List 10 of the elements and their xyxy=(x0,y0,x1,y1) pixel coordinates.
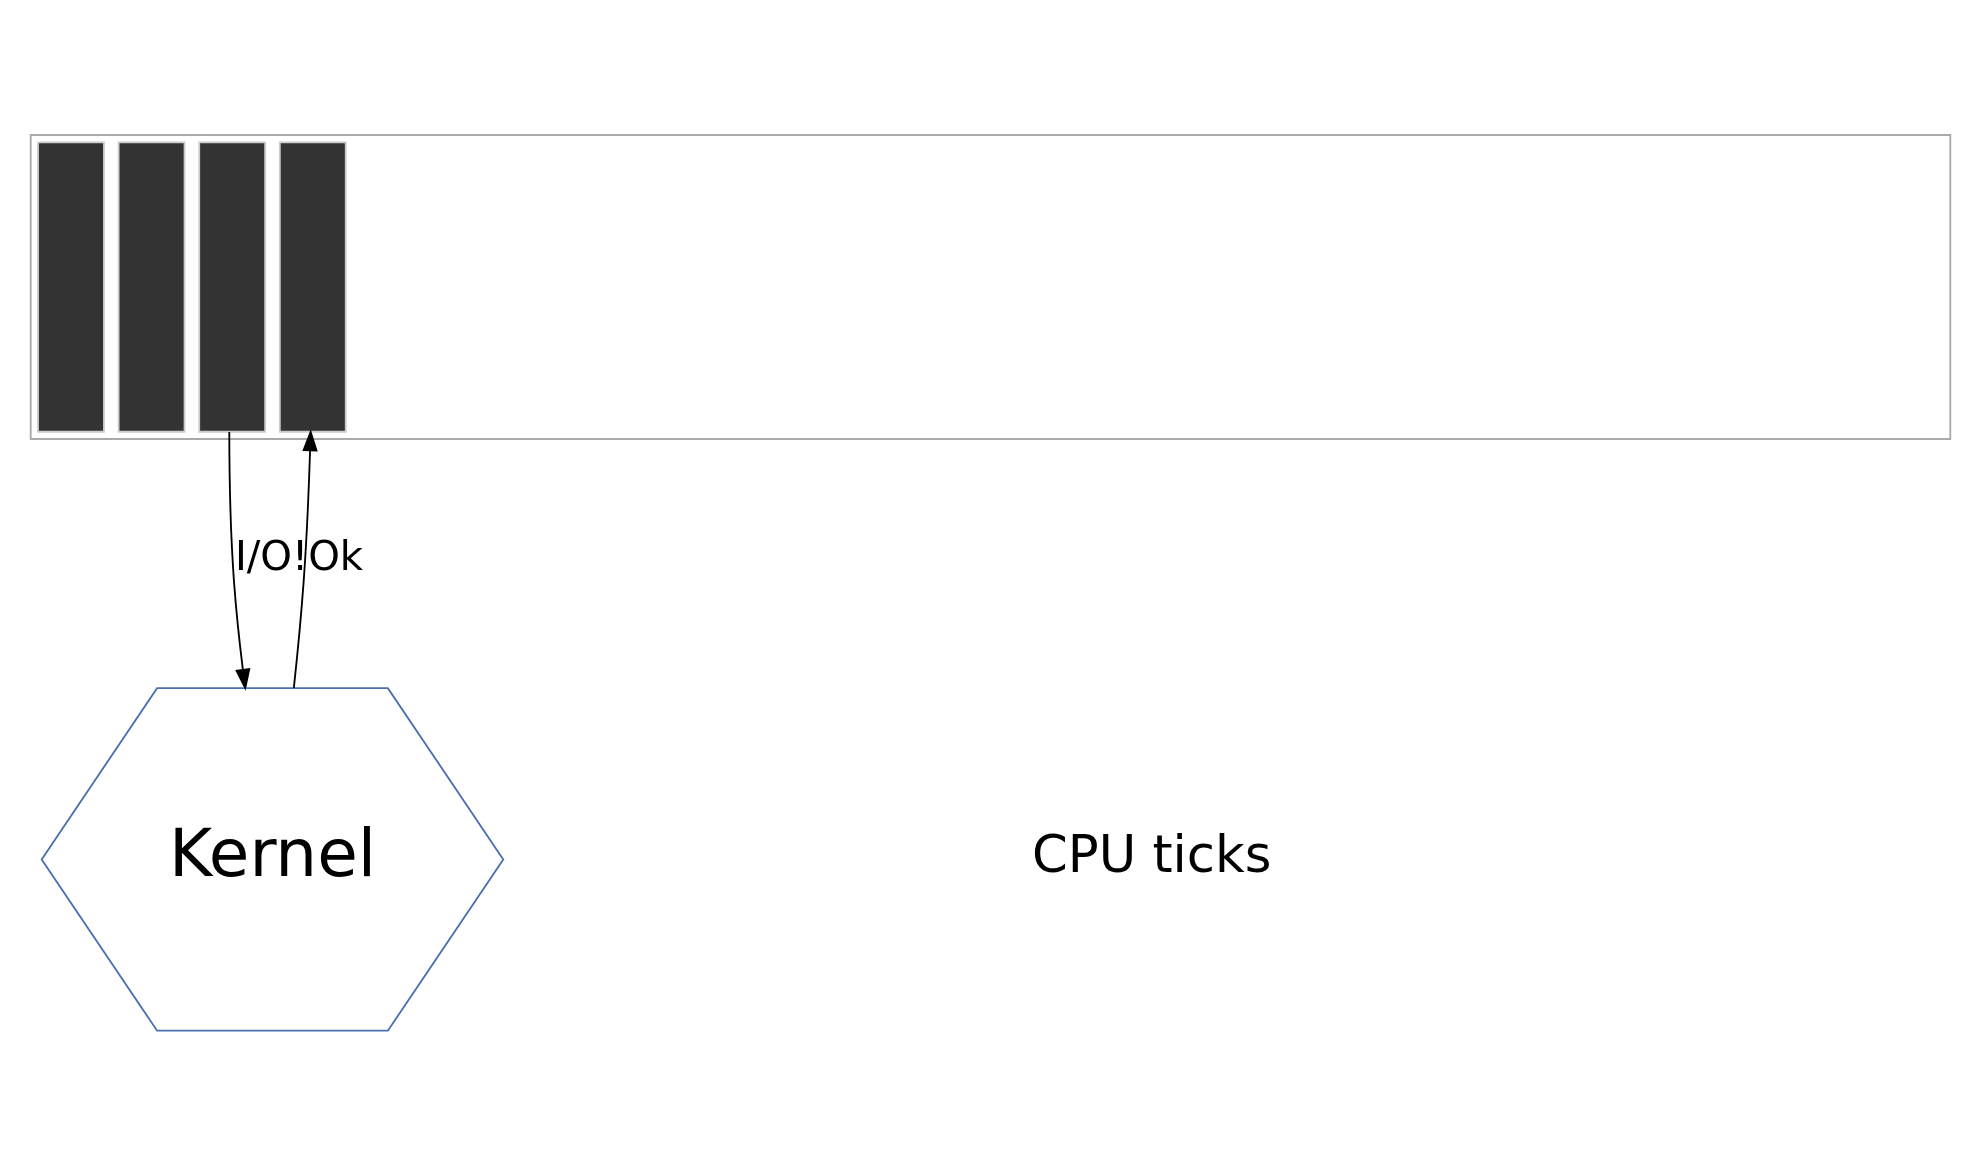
node-bar xyxy=(278,141,347,433)
edge-label: I/O! xyxy=(234,533,309,581)
arrow xyxy=(292,429,318,689)
node-bar xyxy=(117,141,186,433)
cluster xyxy=(29,134,1952,440)
arrow xyxy=(228,431,251,691)
node-bar xyxy=(198,141,267,433)
node-bar xyxy=(37,141,105,433)
label: CPU ticks xyxy=(1031,824,1272,885)
edge-label: Ok xyxy=(308,533,364,581)
